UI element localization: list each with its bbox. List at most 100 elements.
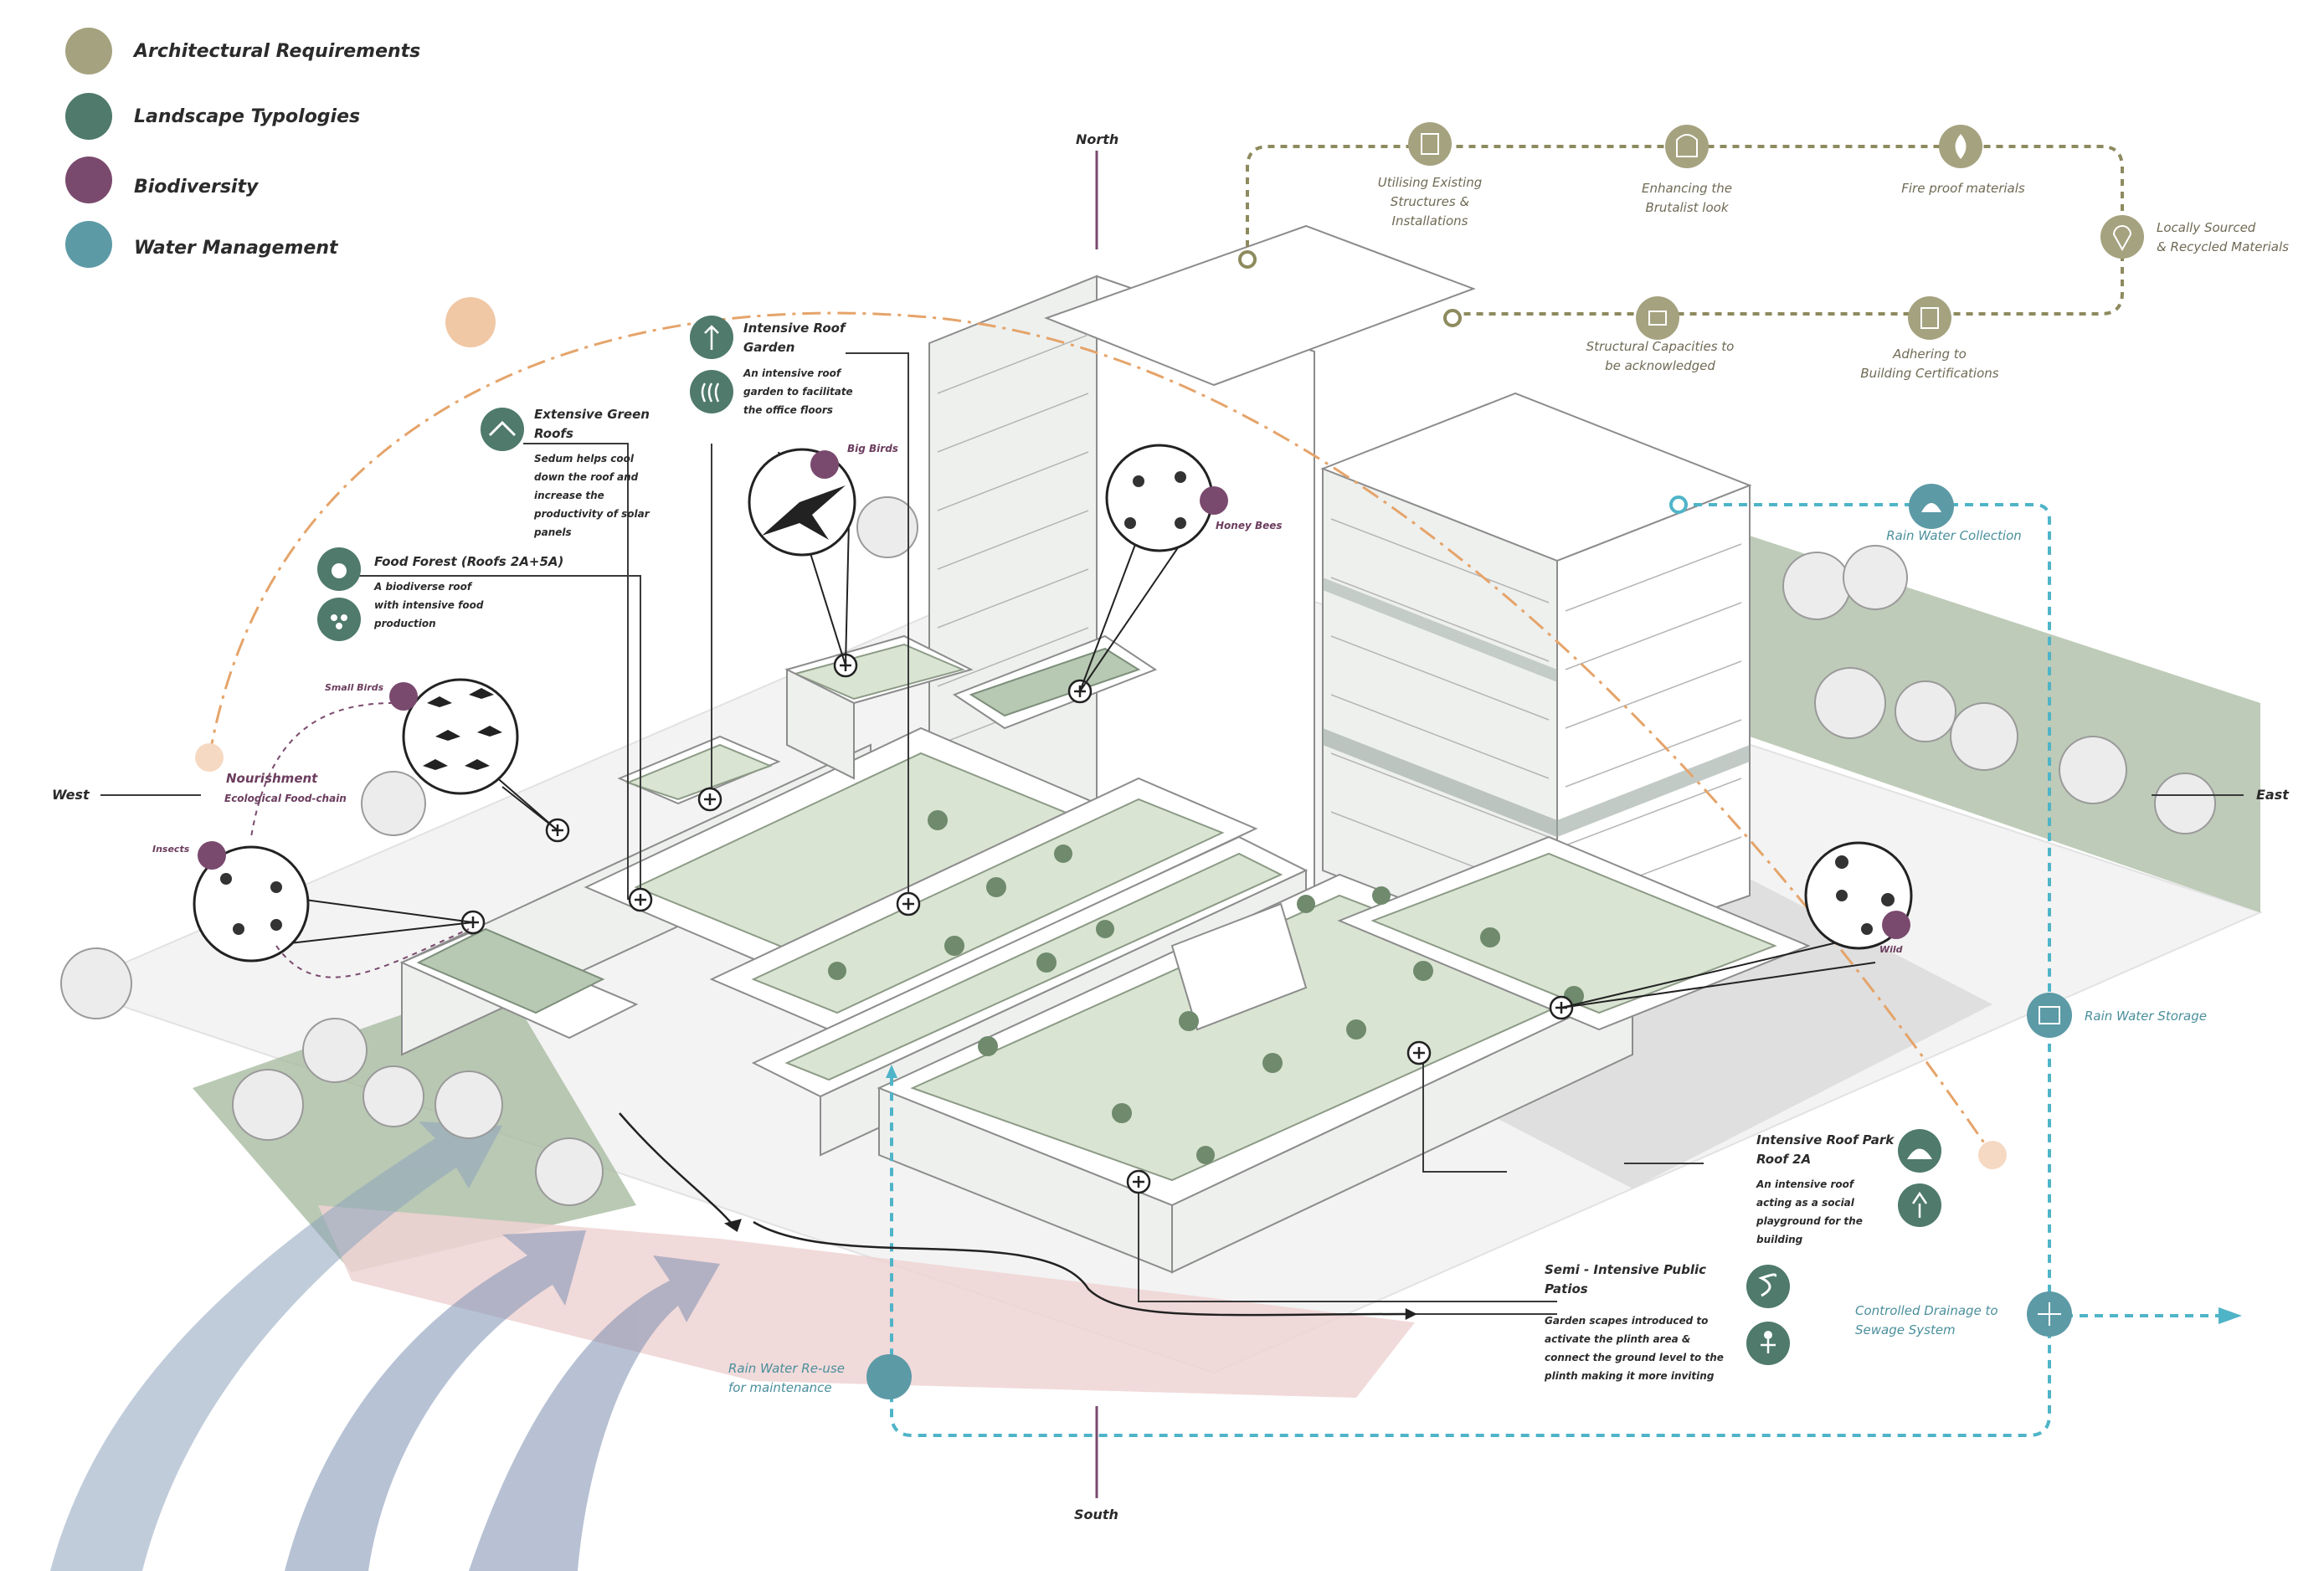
drainage-label-l1: Controlled Drainage to <box>1855 1303 1998 1318</box>
intensive-roof-desc-l2: garden to facilitate <box>743 386 853 398</box>
nourishment-node-top <box>445 297 496 347</box>
small-bird-icons <box>423 688 502 770</box>
plus-marker <box>628 887 653 912</box>
roof-park-desc-l1: An intensive roof <box>1756 1178 1855 1190</box>
certification-label-l2: Building Certifications <box>1860 366 1998 381</box>
legend-swatch-biodiversity <box>65 157 112 203</box>
biodiversity-callouts: Big Birds Honey Bees Small Birds Insects… <box>152 443 1913 1009</box>
bee-icon <box>1124 517 1136 529</box>
patio-desc-l3: connect the ground level to the <box>1545 1352 1724 1363</box>
insect-icon <box>220 873 232 885</box>
extensive-desc-l3: increase the <box>534 490 604 501</box>
rain-collection-label: Rain Water Collection <box>1886 528 2022 543</box>
honey-bees-circle <box>1105 444 1214 552</box>
roof-park-desc-l4: building <box>1756 1234 1803 1245</box>
butterfly-icon <box>1835 855 1848 869</box>
roof-chevron-icon <box>481 408 524 451</box>
roof-vegetation <box>828 810 1584 1164</box>
butterfly-icon <box>1836 890 1848 901</box>
structural-label-l2: be acknowledged <box>1605 358 1715 373</box>
local-materials-label-l2: & Recycled Materials <box>2157 239 2289 254</box>
wind-arrows <box>50 1122 720 1571</box>
bee-icon <box>1175 471 1186 483</box>
intensive-roof-title-l2: Garden <box>743 340 794 355</box>
insects-badge-icon <box>198 841 226 870</box>
patio-desc-l1: Garden scapes introduced to <box>1545 1315 1708 1327</box>
legend: Architectural Requirements Landscape Typ… <box>65 28 420 268</box>
local-materials-label-l1: Locally Sourced <box>2157 220 2256 235</box>
drainage-arrow-head <box>2219 1307 2242 1324</box>
foodchain-label: Ecological Food-chain <box>224 793 347 804</box>
food-forest-desc-l3: production <box>373 618 436 629</box>
honey-bees-badge-icon <box>1200 486 1228 515</box>
movement-arrows <box>619 1112 1417 1321</box>
compass-south: South <box>1074 1507 1118 1522</box>
legend-swatch-water <box>65 221 112 268</box>
honey-bees-label: Honey Bees <box>1216 520 1283 531</box>
legend-swatch-landscape <box>65 93 112 140</box>
butterfly-icon <box>1881 893 1895 906</box>
roof-park-title-l2: Roof 2A <box>1756 1152 1811 1167</box>
insect-icon <box>270 919 282 931</box>
small-birds-label: Small Birds <box>325 682 384 693</box>
compass: North South West East <box>52 131 2290 1522</box>
existing-structures-icon <box>1408 122 1452 166</box>
intensive-roof-desc-l3: the office floors <box>743 404 833 416</box>
patio-title-l1: Semi - Intensive Public <box>1545 1262 1706 1277</box>
brutalist-label-l2: Brutalist look <box>1645 200 1729 215</box>
intensive-roof-desc-l1: An intensive roof <box>743 367 842 379</box>
extensive-title-l1: Extensive Green <box>534 407 650 422</box>
small-birds-badge-icon <box>389 682 418 711</box>
legend-label-architectural: Architectural Requirements <box>132 41 420 62</box>
roof-park-desc-l2: acting as a social <box>1756 1197 1855 1209</box>
insect-icon <box>270 881 282 893</box>
compass-west: West <box>52 787 90 803</box>
extensive-desc-l1: Sedum helps cool <box>534 453 635 465</box>
architectural-loop: Utilising Existing Structures & Installa… <box>1238 122 2289 381</box>
patio-desc-l4: plinth making it more inviting <box>1544 1370 1715 1382</box>
patio-title-l2: Patios <box>1545 1281 1588 1296</box>
intensive-roof-title-l1: Intensive Roof <box>743 321 847 336</box>
seeds-icon <box>317 598 361 641</box>
rain-storage-icon <box>2027 993 2072 1038</box>
wild-badge-icon <box>1882 911 1910 939</box>
fireproof-label: Fire proof materials <box>1901 181 2025 196</box>
nourishment-node-left <box>195 743 224 772</box>
compass-north: North <box>1076 131 1118 147</box>
legend-label-landscape: Landscape Typologies <box>134 106 360 127</box>
insect-icon <box>233 923 244 935</box>
heat-waves-icon <box>690 370 733 413</box>
roof-park-title-l1: Intensive Roof Park <box>1756 1132 1895 1147</box>
patio-desc-l2: activate the plinth area & <box>1545 1333 1690 1345</box>
wild-label: Wild <box>1879 944 1903 955</box>
rain-reuse-label-l1: Rain Water Re-use <box>728 1361 845 1376</box>
callout-lines <box>331 352 1704 1315</box>
existing-label-l1: Utilising Existing <box>1378 175 1483 190</box>
brutalist-building-icon <box>1665 125 1709 168</box>
butterfly-icon <box>1861 923 1873 935</box>
drainage-label-l2: Sewage System <box>1855 1322 1956 1337</box>
extensive-desc-l5: panels <box>533 526 572 538</box>
extensive-desc-l4: productivity of solar <box>533 508 650 520</box>
food-forest-desc-l2: with intensive food <box>374 599 484 611</box>
structural-capacity-icon <box>1636 296 1679 340</box>
existing-label-l3: Installations <box>1392 213 1468 228</box>
plus-marker <box>1406 1040 1432 1065</box>
food-forest-title: Food Forest (Roofs 2A+5A) <box>374 554 563 569</box>
legend-swatch-architectural <box>65 28 112 74</box>
water-loop: Rain Water Collection Rain Water Storage… <box>728 484 2242 1437</box>
bee-icon <box>1133 475 1144 487</box>
landscape-callouts: Intensive Roof Garden An intensive roof … <box>317 316 1941 1382</box>
rain-reuse-icon <box>866 1354 912 1399</box>
tower-building <box>928 224 1752 964</box>
existing-label-l2: Structures & <box>1391 194 1470 209</box>
certification-icon <box>1908 296 1951 340</box>
plus-marker <box>1126 1169 1151 1194</box>
rain-reuse-label-l2: for maintenance <box>728 1380 832 1395</box>
food-forest-desc-l1: A biodiverse roof <box>373 581 473 593</box>
bee-icon <box>1175 517 1186 529</box>
compass-east: East <box>2256 787 2290 803</box>
certification-label-l1: Adhering to <box>1892 347 1967 362</box>
location-pin-icon <box>2100 215 2144 259</box>
legend-label-biodiversity: Biodiversity <box>134 177 260 198</box>
